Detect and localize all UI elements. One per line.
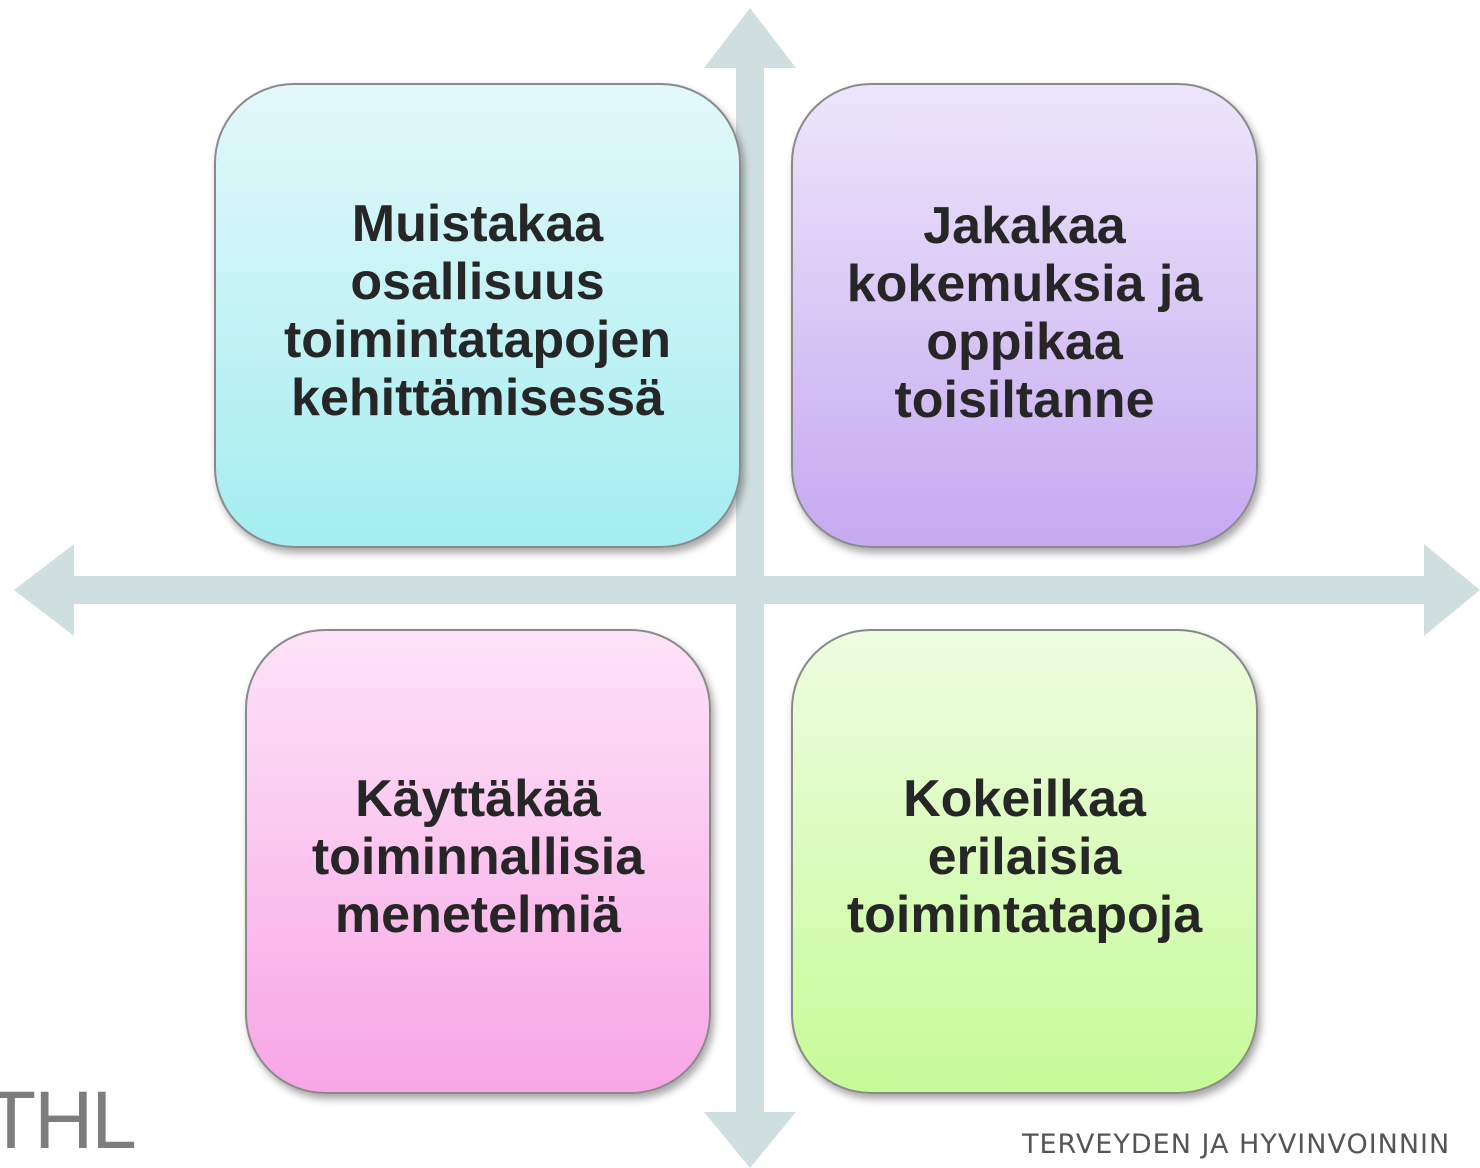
horizontal-axis-arrow xyxy=(14,544,1480,636)
quadrant-top-right-text: Jakakaa kokemuksia ja oppikaa toisiltann… xyxy=(846,196,1203,429)
footer-text: TERVEYDEN JA HYVINVOINNIN xyxy=(1022,1129,1451,1160)
quadrant-top-right: Jakakaa kokemuksia ja oppikaa toisiltann… xyxy=(791,83,1258,548)
quadrant-bottom-left-text: Käyttäkää toiminnallisia menetelmiä xyxy=(311,769,645,944)
quadrant-bottom-left: Käyttäkää toiminnallisia menetelmiä xyxy=(245,629,711,1094)
quadrant-bottom-right: Kokeilkaa erilaisia toimintatapoja xyxy=(791,629,1258,1094)
thl-logo: THL xyxy=(0,1075,137,1166)
quadrant-top-left-text: Muistakaa osallisuus toimintatapojen keh… xyxy=(283,194,672,427)
quadrant-top-left: Muistakaa osallisuus toimintatapojen keh… xyxy=(214,83,741,548)
quadrant-bottom-right-text: Kokeilkaa erilaisia toimintatapoja xyxy=(846,769,1203,944)
